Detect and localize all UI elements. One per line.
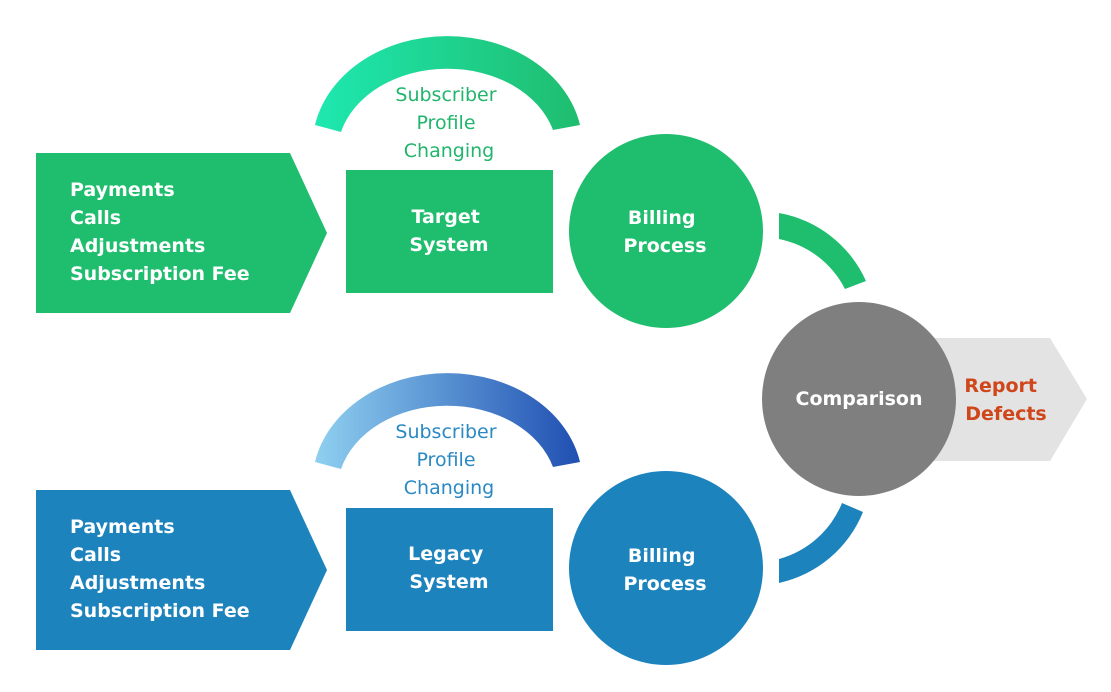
top-input-arrow — [36, 153, 327, 313]
top-billing-process — [569, 134, 763, 328]
bottom-billing-process — [569, 471, 763, 665]
top-arc-label: Subscriber Profile Changing — [395, 84, 502, 162]
bottom-input-list: Payments Calls Adjustments Subscription … — [70, 516, 250, 622]
top-flow: Subscriber Profile Changing Payments Cal… — [36, 36, 866, 328]
bottom-flow: Subscriber Profile Changing Payments Cal… — [36, 373, 863, 665]
comparison-label: Comparison — [796, 388, 923, 410]
legacy-system-label: Legacy System — [408, 543, 490, 593]
target-system-box — [346, 170, 553, 293]
bottom-arc — [315, 373, 580, 469]
bottom-arc-label: Subscriber Profile Changing — [395, 421, 502, 499]
legacy-system-box — [346, 508, 553, 631]
target-system-label: Target System — [409, 206, 488, 256]
bottom-input-arrow — [36, 490, 327, 650]
top-input-list: Payments Calls Adjustments Subscription … — [70, 179, 250, 285]
comparison-circle — [762, 302, 956, 496]
top-connector-arc — [779, 213, 866, 289]
top-arc — [315, 36, 580, 132]
report-label: Report Defects — [964, 375, 1046, 425]
bottom-connector-arc — [779, 503, 863, 583]
top-billing-label: Billing Process — [623, 207, 706, 257]
bottom-billing-label: Billing Process — [623, 545, 706, 595]
